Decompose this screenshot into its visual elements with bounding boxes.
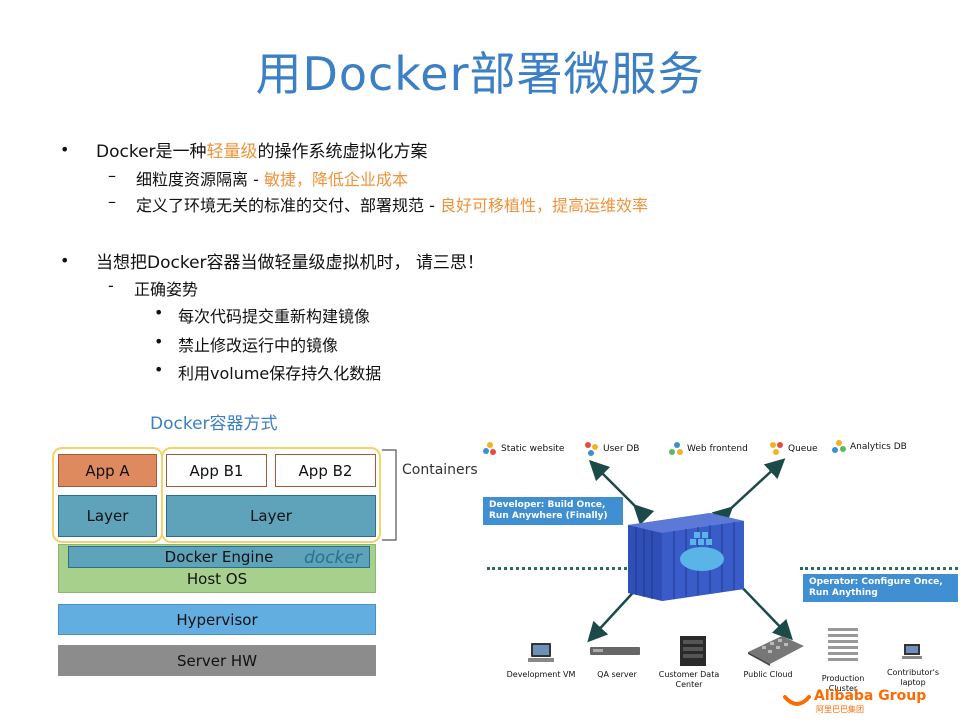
dotted-divider-right <box>800 567 958 570</box>
service-label: User DB <box>603 444 640 454</box>
cluster-rack-icon <box>828 628 858 661</box>
dotted-divider-left <box>487 567 632 570</box>
device-development-vm: Development VM <box>506 670 576 679</box>
diagram-caption: Docker容器方式 <box>150 414 278 434</box>
small-laptop-icon <box>902 644 922 659</box>
list-dot: • <box>154 360 164 379</box>
host-os-label: Host OS <box>186 570 248 588</box>
alibaba-logo: Alibaba Group 阿里巴巴集团 <box>782 688 926 715</box>
service-user-db: User DB <box>585 442 639 456</box>
server-hw-label: Server HW <box>176 651 258 670</box>
bullet-1-sub-2-dash: – <box>108 192 116 211</box>
hypervisor-label: Hypervisor <box>176 610 258 629</box>
bullet-2: 当想把Docker容器当做轻量级虚拟机时， 请三思！ <box>96 253 484 273</box>
device-contributors-laptop: Contributor's laptop <box>886 668 940 687</box>
sub-2-highlight: 良好可移植性，提高运维效率 <box>439 196 648 215</box>
app-b1-box: App B1 <box>166 454 267 487</box>
sub-1-text: 细粒度资源隔离 - <box>136 170 264 189</box>
bullet-2-sub: 正确姿势 <box>134 280 199 299</box>
app-a-box: App A <box>58 454 157 487</box>
layer-left-label: Layer <box>86 507 129 525</box>
app-b1-label: App B1 <box>189 461 244 480</box>
bullet-dot: • <box>60 251 70 270</box>
app-b2-box: App B2 <box>275 454 376 487</box>
operator-callout: Operator: Configure Once, Run Anything <box>803 574 958 602</box>
arrow-to-services-right <box>711 458 786 528</box>
app-a-label: App A <box>85 461 130 480</box>
service-label: Web frontend <box>687 444 748 454</box>
list-item: 利用volume保存持久化数据 <box>178 364 382 383</box>
server-rack-icon <box>590 647 640 655</box>
bullet-dot: • <box>60 140 70 159</box>
cluster-icon <box>585 442 599 456</box>
cloud-servers-icon <box>748 636 804 666</box>
service-label: Analytics DB <box>850 442 907 452</box>
service-label: Static website <box>501 444 565 454</box>
arrows-and-container <box>587 458 793 643</box>
service-queue: Queue <box>770 442 818 456</box>
docker-engine-label: Docker Engine <box>164 548 274 566</box>
server-hw-layer: Server HW <box>58 645 376 676</box>
laptop-icon <box>528 643 554 662</box>
layer-left-box: Layer <box>58 495 157 537</box>
container-frame-b <box>161 447 381 543</box>
service-label: Queue <box>788 444 818 454</box>
page-title: 用Docker部署微服务 <box>255 47 705 101</box>
bullet-1-suffix: 的操作系统虚拟化方案 <box>257 142 428 162</box>
arrow-to-services-left <box>588 459 655 526</box>
device-production-cluster: Production Cluster <box>821 674 865 693</box>
list-dot: • <box>154 303 164 322</box>
bullet-1-sub-2: 定义了环境无关的标准的交付、部署规范 - 良好可移植性，提高运维效率 <box>136 192 648 216</box>
list-item: 禁止修改运行中的镜像 <box>178 336 339 355</box>
sub-1-highlight: 敏捷，降低企业成本 <box>263 170 408 189</box>
service-analytics-db: Analytics DB <box>832 440 907 454</box>
alibaba-smile-icon <box>783 695 811 706</box>
bullet-1: Docker是一种轻量级的操作系统虚拟化方案 <box>96 137 428 162</box>
bullet-1-highlight: 轻量级 <box>206 142 258 162</box>
alibaba-logo-sub: 阿里巴巴集团 <box>816 705 864 714</box>
cluster-icon <box>770 442 784 456</box>
datacenter-icon <box>680 636 706 666</box>
docker-whale-icon <box>680 547 724 571</box>
service-web-frontend: Web frontend <box>669 442 748 456</box>
alibaba-logo-text: Alibaba Group <box>814 688 927 704</box>
bullet-1-sub-1: 细粒度资源隔离 - 敏捷，降低企业成本 <box>136 166 408 190</box>
sub-2-text: 定义了环境无关的标准的交付、部署规范 - <box>136 196 440 215</box>
bullet-2-sub-dash: - <box>108 276 114 295</box>
docker-logo-text: docker <box>304 548 362 568</box>
layer-right-label: Layer <box>250 507 292 525</box>
cluster-icon <box>832 440 846 454</box>
device-qa-server: QA server <box>597 670 637 679</box>
hypervisor-layer: Hypervisor <box>58 604 376 635</box>
device-public-cloud: Public Cloud <box>743 670 793 679</box>
bullet-1-sub-1-dash: – <box>108 166 116 185</box>
list-dot: • <box>154 332 164 351</box>
host-os-text: Host OS <box>58 569 376 589</box>
cluster-icon <box>483 442 497 456</box>
app-b2-label: App B2 <box>298 461 353 480</box>
device-customer-data-center: Customer Data Center <box>658 670 720 689</box>
docker-engine-layer: Docker Engine <box>68 546 370 568</box>
list-item: 每次代码提交重新构建镜像 <box>178 307 371 326</box>
service-static-website: Static website <box>483 442 564 456</box>
containers-bracket <box>382 449 397 541</box>
cluster-icon <box>669 442 683 456</box>
containers-label: Containers <box>402 462 478 478</box>
layer-right-box: Layer <box>166 495 376 537</box>
bullet-1-prefix: Docker是一种 <box>96 142 207 162</box>
